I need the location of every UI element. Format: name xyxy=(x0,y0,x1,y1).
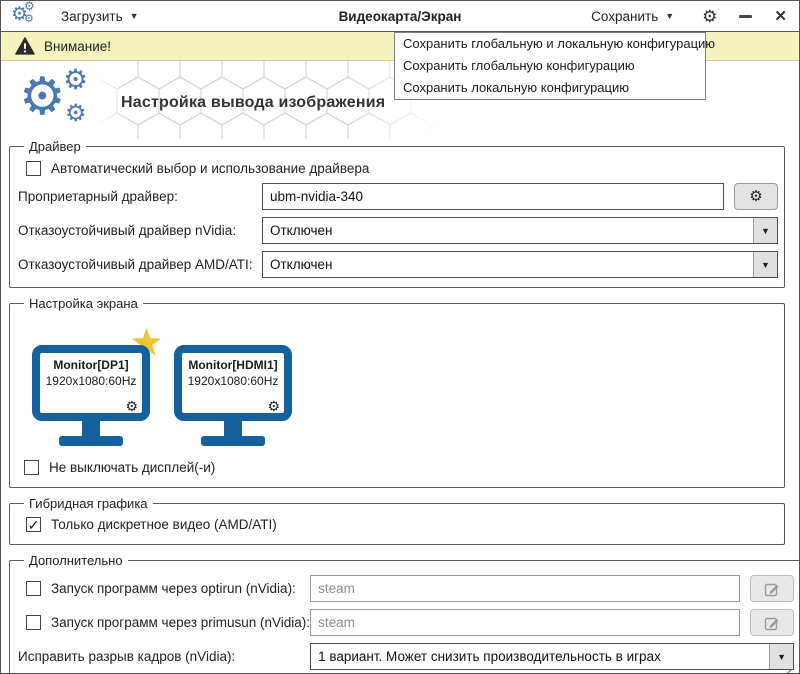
gear-icon: ⚙ xyxy=(24,0,35,13)
failsafe-nvidia-select[interactable]: Отключен ▼ xyxy=(262,217,778,244)
combo-arrow-icon[interactable]: ▼ xyxy=(753,218,777,243)
settings-gear-button[interactable]: ⚙ xyxy=(702,6,718,26)
monitor-settings-gear-icon[interactable]: ⚙ xyxy=(267,398,280,414)
warning-icon xyxy=(15,37,35,55)
gear-icon: ⚙ xyxy=(11,4,29,25)
monitor-base xyxy=(59,436,123,446)
failsafe-amd-select[interactable]: Отключен ▼ xyxy=(262,251,778,278)
tearing-fix-select[interactable]: 1 вариант. Может снизить производительно… xyxy=(310,643,795,670)
monitor-frame: Monitor[DP1] 1920x1080:60Hz ⚙ xyxy=(32,345,150,421)
gear-icon: ⚙ xyxy=(65,100,87,127)
combo-arrow-icon[interactable]: ▼ xyxy=(753,252,777,277)
warning-text: Внимание! xyxy=(44,38,112,54)
screen-group-legend: Настройка экрана xyxy=(29,296,138,311)
primusun-edit-button[interactable] xyxy=(750,609,795,636)
discrete-video-checkbox[interactable]: ✓ xyxy=(26,516,41,533)
chevron-down-icon: ▼ xyxy=(665,11,675,21)
primusun-checkbox[interactable]: ✓ xyxy=(26,615,41,630)
save-button-label: Сохранить xyxy=(591,8,659,24)
gear-icon: ⚙ xyxy=(749,188,763,205)
keep-display-on-checkbox[interactable]: ✓ xyxy=(24,460,39,475)
monitor-hdmi1[interactable]: Monitor[HDMI1] 1920x1080:60Hz ⚙ xyxy=(174,345,292,446)
tearing-fix-value: 1 вариант. Может снизить производительно… xyxy=(318,649,661,664)
extra-group: Дополнительно ✓ Запуск программ через op… xyxy=(9,553,799,673)
monitor-mode: 1920x1080:60Hz xyxy=(187,374,279,388)
failsafe-amd-value: Отключен xyxy=(270,257,333,272)
app-logo-gears-icon: ⚙ ⚙ ⚙ xyxy=(19,64,107,133)
monitor-base xyxy=(201,436,265,446)
optirun-command-input[interactable] xyxy=(310,575,741,602)
menu-item-save-local[interactable]: Сохранить локальную конфигурацию xyxy=(403,80,629,95)
optirun-edit-button[interactable] xyxy=(750,575,795,602)
resize-grip[interactable] xyxy=(779,667,793,674)
monitor-dp1[interactable]: ★ Monitor[DP1] 1920x1080:60Hz ⚙ xyxy=(32,324,163,446)
close-button[interactable]: ✕ xyxy=(774,7,787,25)
failsafe-nvidia-value: Отключен xyxy=(270,223,333,238)
edit-pencil-icon xyxy=(764,583,779,596)
tearing-fix-label: Исправить разрыв кадров (nVidia): xyxy=(18,649,236,664)
auto-driver-checkbox[interactable]: ✓ xyxy=(26,161,41,176)
monitor-settings-gear-icon[interactable]: ⚙ xyxy=(125,398,138,414)
hybrid-group-legend: Гибридная графика xyxy=(29,496,148,511)
keep-display-on-label: Не выключать дисплей(-и) xyxy=(49,460,216,475)
page-title: Настройка вывода изображения xyxy=(121,94,386,111)
primusun-label: Запуск программ через primusun (nVidia): xyxy=(51,615,311,630)
load-button-label: Загрузить xyxy=(61,8,123,24)
menu-item-save-global-local[interactable]: Сохранить глобальную и локальную конфигу… xyxy=(403,36,716,51)
primusun-command-input[interactable] xyxy=(310,609,741,636)
hybrid-group: Гибридная графика ✓ Только дискретное ви… xyxy=(9,496,785,545)
menu-item-save-global[interactable]: Сохранить глобальную конфигурацию xyxy=(403,58,635,73)
chevron-down-icon: ▼ xyxy=(129,11,139,21)
hexagon-pattern xyxy=(96,61,441,139)
edit-pencil-icon xyxy=(764,617,779,630)
proprietary-driver-settings-button[interactable]: ⚙ xyxy=(734,183,778,210)
driver-group-legend: Драйвер xyxy=(29,139,81,154)
monitor-name: Monitor[HDMI1] xyxy=(188,358,278,372)
proprietary-driver-label: Проприетарный драйвер: xyxy=(18,189,178,204)
auto-driver-label: Автоматический выбор и использование дра… xyxy=(51,161,370,176)
monitor-mode: 1920x1080:60Hz xyxy=(45,374,137,388)
monitor-stand xyxy=(82,421,100,436)
gear-icon: ⚙ xyxy=(19,68,66,126)
app-gears-icon: ⚙ ⚙ ⚙ xyxy=(11,1,41,28)
optirun-label: Запуск программ через optirun (nVidia): xyxy=(51,581,296,596)
gear-icon: ⚙ xyxy=(63,64,89,95)
driver-group: Драйвер ✓ Автоматический выбор и использ… xyxy=(9,139,785,288)
proprietary-driver-input[interactable] xyxy=(262,183,724,210)
load-dropdown-button[interactable]: Загрузить ▼ xyxy=(55,5,145,28)
title-bar: ⚙ ⚙ ⚙ Загрузить ▼ Видеокарта/Экран Сохра… xyxy=(1,1,799,32)
save-dropdown-button[interactable]: Сохранить ▼ xyxy=(585,5,680,28)
monitor-frame: Monitor[HDMI1] 1920x1080:60Hz ⚙ xyxy=(174,345,292,421)
extra-group-legend: Дополнительно xyxy=(29,553,123,568)
failsafe-nvidia-label: Отказоустойчивый драйвер nVidia: xyxy=(18,223,237,238)
screen-group: Настройка экрана ★ Monitor[DP1] 1920x108… xyxy=(9,296,785,488)
gear-icon: ⚙ xyxy=(24,13,34,25)
monitors-area: ★ Monitor[DP1] 1920x1080:60Hz ⚙ Monitor[… xyxy=(18,315,778,446)
monitor-name: Monitor[DP1] xyxy=(53,358,129,372)
discrete-video-label: Только дискретное видео (AMD/ATI) xyxy=(51,517,277,532)
monitor-stand xyxy=(224,421,242,436)
combo-arrow-icon[interactable]: ▼ xyxy=(769,644,794,669)
failsafe-amd-label: Отказоустойчивый драйвер AMD/ATI: xyxy=(18,257,253,272)
optirun-checkbox[interactable]: ✓ xyxy=(26,581,41,596)
save-menu: Сохранить глобальную и локальную конфигу… xyxy=(394,32,716,100)
minimize-button[interactable] xyxy=(739,14,753,18)
